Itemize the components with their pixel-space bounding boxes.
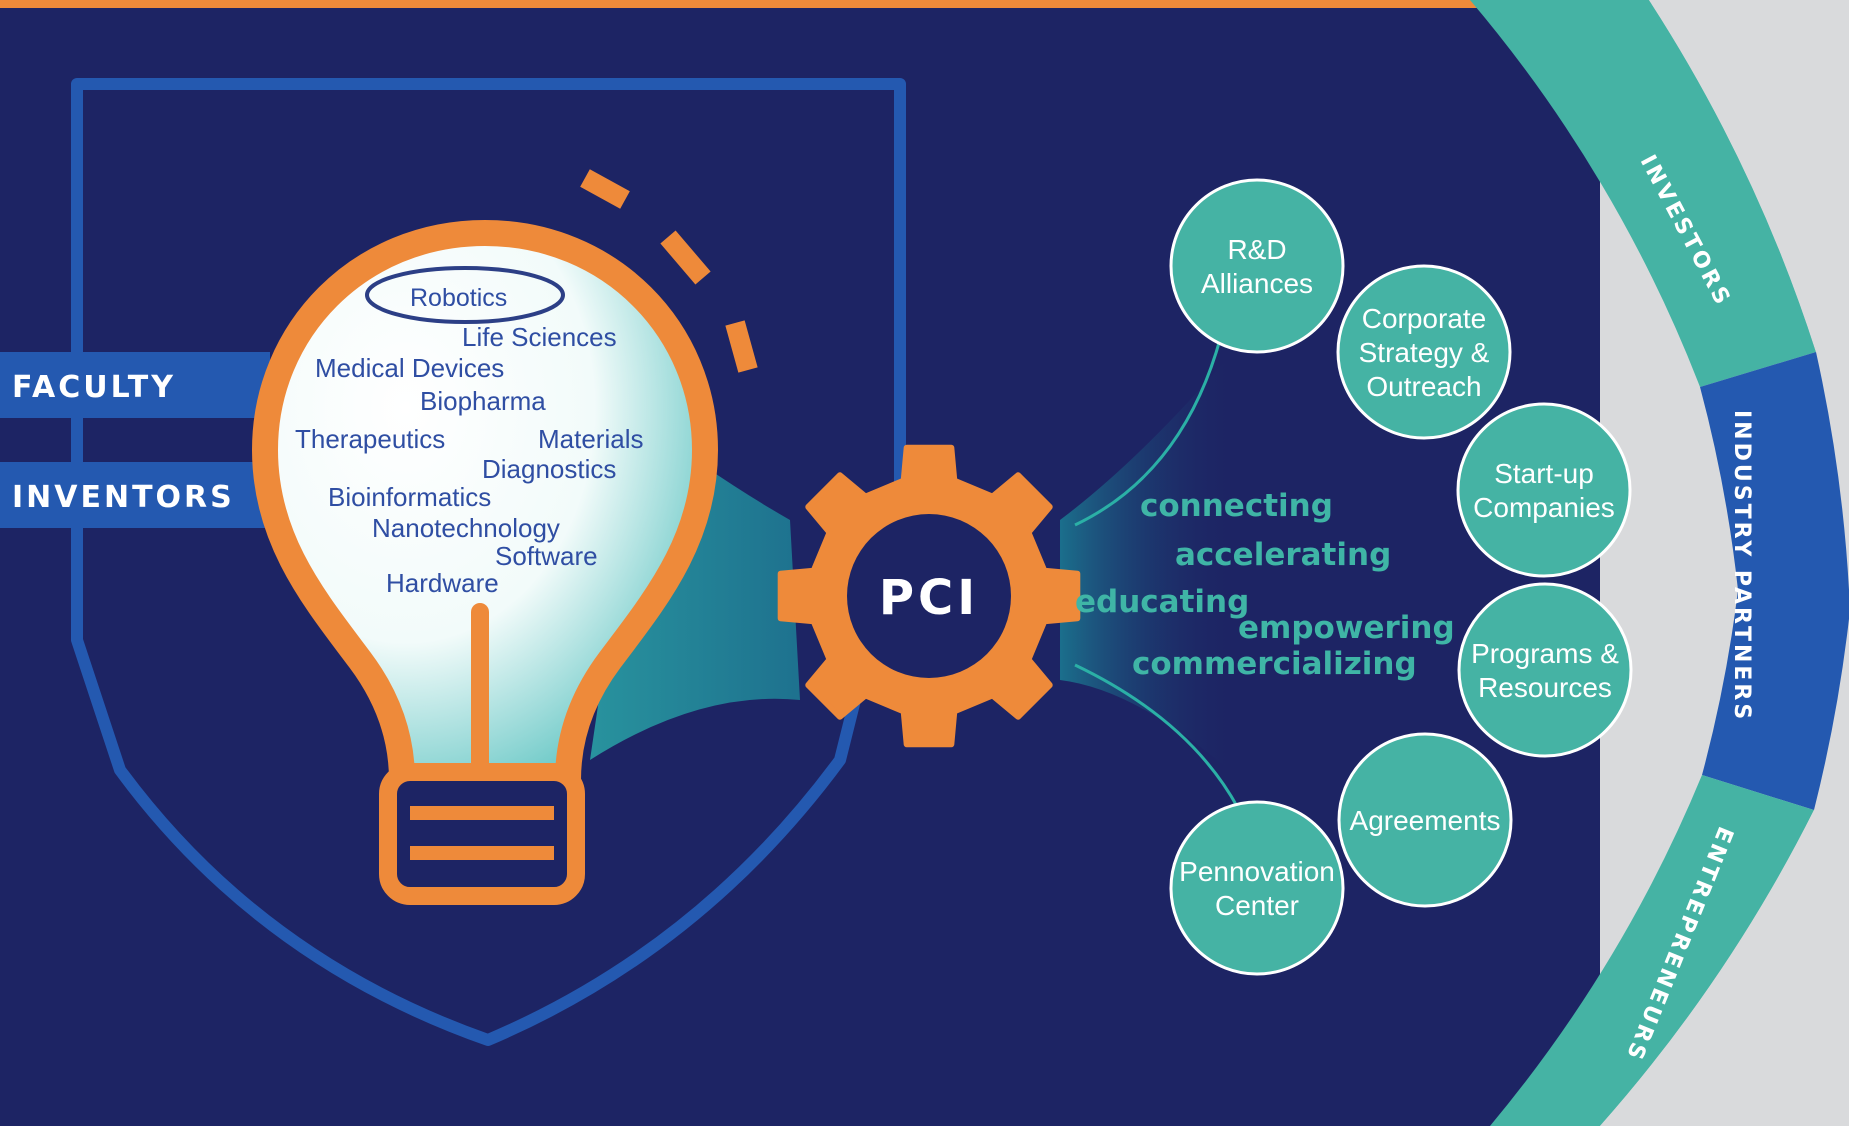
ray-2-icon — [660, 230, 711, 285]
outer-margin-top — [1649, 0, 1849, 360]
bulb-word-medical-devices: Medical Devices — [315, 353, 504, 383]
circle-startup-companies-label-line: Companies — [1473, 492, 1615, 523]
ray-3-icon — [725, 320, 758, 373]
circle-programs-resources-label-line: Resources — [1478, 672, 1612, 703]
circle-pennovation-center-shape — [1169, 800, 1345, 976]
verb-commercializing: commercializing — [1132, 646, 1417, 682]
tab-faculty — [0, 352, 270, 418]
circle-rd-alliances-label-line: Alliances — [1201, 268, 1313, 299]
circle-rd-alliances-shape — [1169, 178, 1345, 354]
gear-hub — [847, 514, 1011, 678]
tab-inventors-label: INVENTORS — [12, 480, 235, 515]
verb-empowering: empowering — [1238, 610, 1455, 646]
shield-outline — [71, 78, 906, 1046]
verb-educating: educating — [1075, 584, 1249, 620]
circle-programs-resources: Programs &Resources — [1457, 582, 1633, 758]
bulb-word-therapeutics: Therapeutics — [295, 424, 445, 454]
bulb-word-robotics: Robotics — [410, 284, 507, 312]
outer-margin-bottom — [1600, 810, 1849, 1126]
connector-lower — [1074, 663, 1240, 809]
bulb-word-biopharma: Biopharma — [420, 386, 546, 416]
circle-corporate-strategy-label-line: Strategy & — [1359, 337, 1490, 368]
circle-programs-resources-label-line: Programs & — [1471, 638, 1619, 669]
circle-agreements-shape — [1337, 732, 1513, 908]
ring-label-industry-partners: INDUSTRY PARTNERS — [1729, 410, 1754, 722]
highlight-ellipse — [365, 266, 565, 324]
circle-corporate-strategy-shape — [1336, 264, 1512, 440]
bulb-word-materials: Materials — [538, 424, 643, 454]
bulb-word-life-sciences: Life Sciences — [462, 322, 617, 352]
circle-rd-alliances-label-line: R&D — [1227, 234, 1286, 265]
verb-connecting: connecting — [1140, 488, 1333, 524]
circle-startup-companies-shape — [1456, 402, 1632, 578]
circle-corporate-strategy-label-line: Corporate — [1362, 303, 1487, 334]
verb-accelerating: accelerating — [1175, 537, 1391, 573]
bulb-word-software: Software — [495, 541, 598, 571]
circle-startup-companies-label-line: Start-up — [1494, 458, 1594, 489]
circle-pennovation-center-label-line: Center — [1215, 890, 1299, 921]
hub-label: PCI — [879, 570, 979, 626]
tab-faculty-label: FACULTY — [12, 370, 176, 405]
ring-segment-industry-partners — [1700, 352, 1849, 810]
tab-inventors — [0, 462, 270, 528]
circle-agreements-label-line: Agreements — [1350, 805, 1501, 836]
bulb-word-nanotechnology: Nanotechnology — [372, 513, 560, 543]
circle-programs-resources-shape — [1457, 582, 1633, 758]
connector-upper — [1074, 319, 1227, 527]
top-accent-bar — [0, 0, 1849, 8]
ring-segment-entrepreneurs — [1490, 775, 1814, 1126]
bulb-word-hardware: Hardware — [386, 568, 499, 598]
beam-right — [1060, 355, 1240, 780]
circle-agreements: Agreements — [1337, 732, 1513, 908]
ring-segment-investors — [1470, 0, 1816, 387]
bulb-word-bioinformatics: Bioinformatics — [328, 482, 491, 512]
circle-corporate-strategy-label-line: Outreach — [1366, 371, 1481, 402]
ray-1-icon — [580, 169, 630, 209]
bulb-word-diagnostics: Diagnostics — [482, 454, 616, 484]
circle-pennovation-center-label-line: Pennovation — [1179, 856, 1335, 887]
bulb-base-icon — [379, 763, 585, 905]
